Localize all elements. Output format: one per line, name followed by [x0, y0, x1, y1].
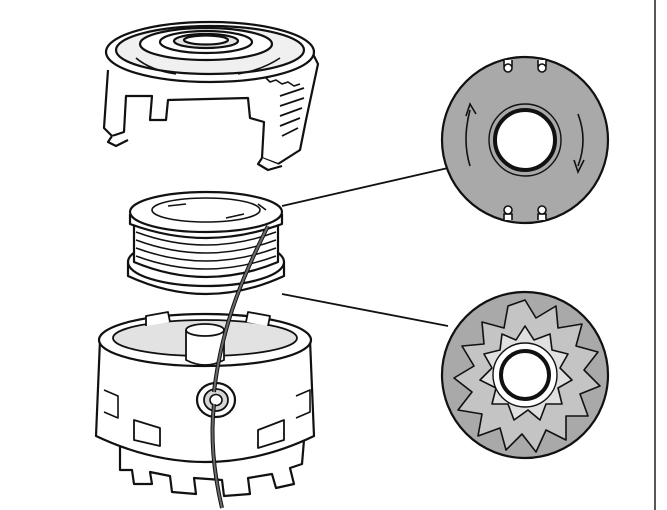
- leader-line-top: [281, 167, 449, 207]
- rotation-arrow-icon: [465, 102, 585, 175]
- spool-top-face-detail: [440, 55, 610, 225]
- line-eyelet: [195, 381, 237, 419]
- spool-bottom-face-detail: [440, 290, 610, 460]
- top-tabs: [503, 60, 547, 220]
- trimmer-line: [210, 225, 270, 509]
- line-spool: [126, 190, 286, 295]
- spool-cover: [102, 20, 320, 172]
- cover-vents: [279, 87, 305, 137]
- leader-line-bottom: [281, 293, 449, 327]
- leader-lines: [281, 167, 449, 327]
- spool-housing: [94, 311, 316, 498]
